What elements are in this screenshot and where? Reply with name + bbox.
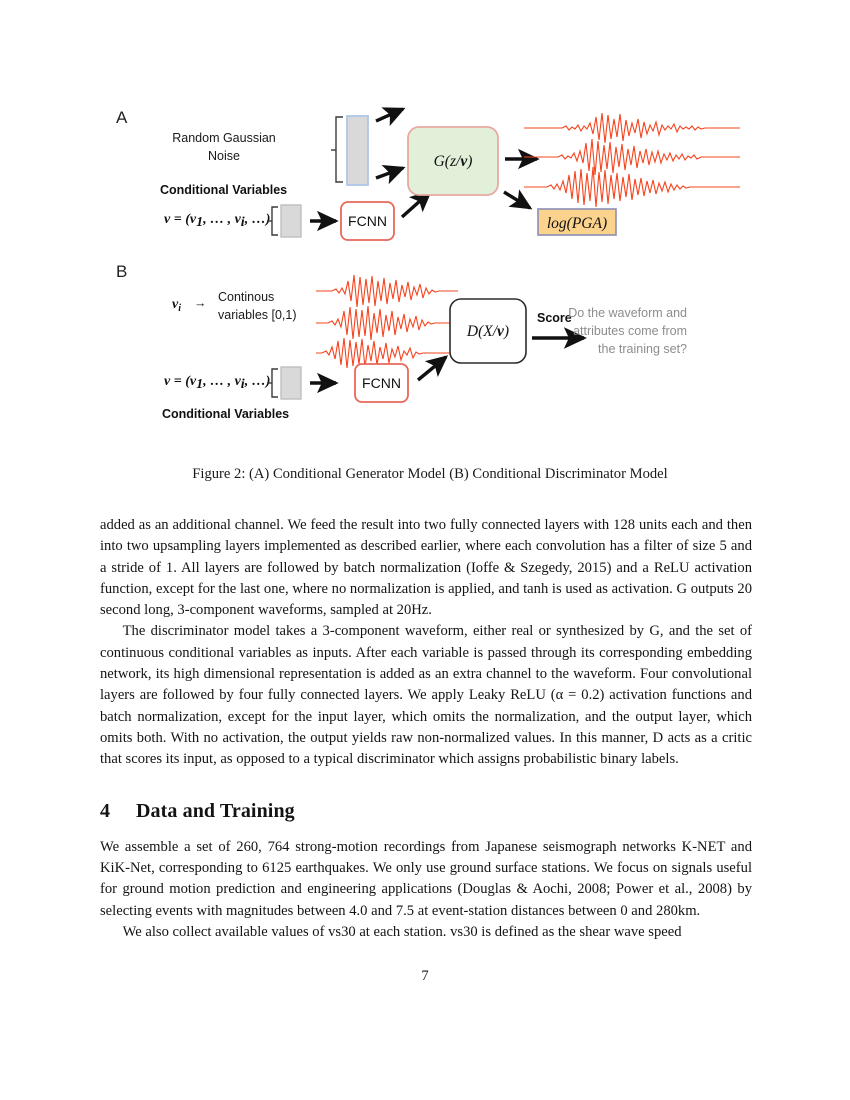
conditional-variables-header-a: Conditional Variables xyxy=(160,183,287,197)
section-number: 4 xyxy=(100,799,111,822)
panel-b-letter: B xyxy=(116,262,127,281)
fcnn-label-a: FCNN xyxy=(348,213,387,229)
conditional-vector-formula-b: ν = (ν1, … , νi, …) xyxy=(164,374,270,392)
paragraph-2: The discriminator model takes a 3-compon… xyxy=(100,623,752,768)
continuous-variables-line2: variables [0,1) xyxy=(218,308,297,322)
nu-arrow-glyph: → xyxy=(194,296,207,310)
arrow-generator-to-pga xyxy=(503,189,533,210)
paragraph-4: We also collect available values of vs30… xyxy=(122,923,682,940)
fcnn-label-b: FCNN xyxy=(362,375,401,391)
discriminator-question-line1: Do the waveform and xyxy=(568,306,687,320)
discriminator-box xyxy=(449,298,527,364)
cond-vector-box-b xyxy=(280,366,302,400)
input-waveform-trace-1 xyxy=(316,274,458,308)
paragraph-1: added as an additional channel. We feed … xyxy=(100,517,752,619)
waveform-trace-1 xyxy=(524,112,740,144)
input-waveform-traces xyxy=(316,274,458,369)
paragraph-3: We assemble a set of 260, 764 strong-mot… xyxy=(100,838,752,919)
score-label: Score xyxy=(537,311,572,325)
fcnn-box-b xyxy=(354,363,409,403)
conditional-variables-header-b: Conditional Variables xyxy=(162,407,289,421)
log-pga-label: log(PGA) xyxy=(547,215,607,232)
random-gaussian-noise-label-line2: Noise xyxy=(208,149,240,163)
discriminator-label: D(X/v) xyxy=(466,323,509,340)
nu-i-label: νi xyxy=(172,297,181,314)
arrow-noise-bottom xyxy=(375,165,406,185)
page-number: 7 xyxy=(421,968,429,984)
section-heading: 4 Data and Training xyxy=(100,797,752,826)
cond-bracket-b xyxy=(271,368,278,398)
body-text-column: added as an additional channel. We feed … xyxy=(100,515,752,943)
figure-2: A Random Gaussian Noise Conditional Vari… xyxy=(100,95,760,455)
log-pga-box xyxy=(537,208,617,236)
fcnn-box-a xyxy=(340,201,395,241)
arrow-fcnn-to-generator xyxy=(400,190,433,219)
noise-bracket xyxy=(335,116,343,183)
continuous-variables-line1: Continous xyxy=(218,290,274,304)
arrow-fcnn-to-discriminator xyxy=(416,355,449,382)
input-waveform-trace-3 xyxy=(316,337,458,369)
waveform-trace-3 xyxy=(524,166,740,208)
cond-bracket-a xyxy=(271,206,278,236)
discriminator-question-line3: the training set? xyxy=(598,342,687,356)
random-gaussian-noise-label-line1: Random Gaussian xyxy=(172,131,276,145)
discriminator-question-line2: attributes come from xyxy=(573,324,687,338)
cond-vector-box-a xyxy=(280,204,302,238)
generated-waveform-traces xyxy=(524,112,740,208)
figure-caption: Figure 2: (A) Conditional Generator Mode… xyxy=(192,466,668,482)
arrow-noise-top xyxy=(375,107,406,127)
section-title: Data and Training xyxy=(136,799,295,822)
noise-vector-bar xyxy=(346,115,369,186)
input-waveform-trace-2 xyxy=(316,305,458,341)
conditional-vector-formula-a: ν = (ν1, … , νi, …) xyxy=(164,212,270,230)
generator-box xyxy=(407,126,499,196)
panel-a-letter: A xyxy=(116,108,128,127)
waveform-trace-2 xyxy=(524,138,740,176)
generator-label: G(z/v) xyxy=(434,153,473,170)
